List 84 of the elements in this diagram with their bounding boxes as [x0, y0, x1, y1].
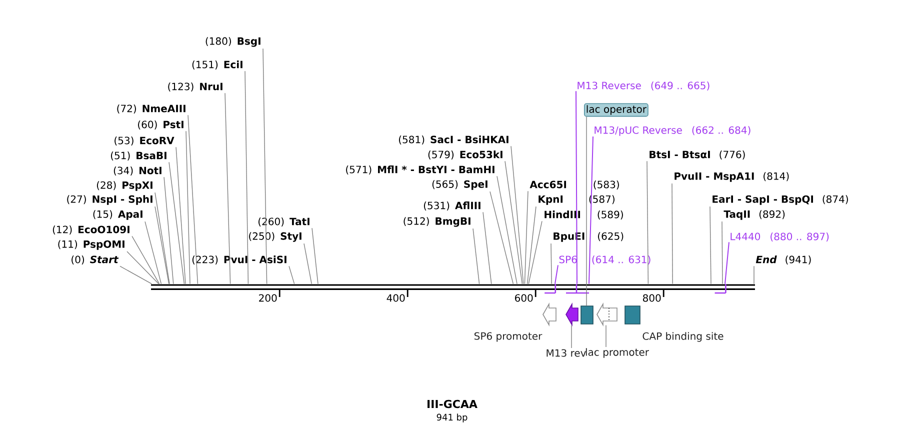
enzyme-site-label: (11) PspOMI	[58, 240, 124, 250]
leader-line	[724, 242, 730, 284]
enzyme-site-label: (565) SpeI	[432, 180, 488, 190]
enzyme-site-label: (180) BsgI	[206, 37, 260, 47]
title: III-GCAA	[428, 400, 478, 408]
enzyme-site-label: (27) NspI - SphI	[67, 195, 152, 205]
enzyme-site-label: (571) MflI * - BstYI - BamHI	[346, 166, 494, 174]
leader-line	[672, 183, 673, 284]
enzyme-site-label: (51) BsaBI	[110, 152, 166, 160]
leader-line	[244, 70, 249, 284]
leader-line	[132, 236, 160, 284]
enzyme-site-label: (123) NruI	[168, 82, 222, 92]
leader-line	[120, 266, 152, 284]
feature-label: SP6 promoter	[474, 332, 542, 342]
leader-line	[312, 228, 318, 284]
leader-line	[304, 243, 312, 284]
enzyme-site-label: (60) PstI	[138, 120, 184, 130]
leader-line	[144, 221, 162, 284]
enzyme-site-label: (250) StyI	[249, 232, 302, 242]
feature-label: lac promoter	[586, 348, 649, 358]
enzyme-site-label: PvuII - MspA1I (814)	[674, 172, 789, 182]
leader-line	[496, 176, 518, 284]
feature-label-box: lac operator	[584, 103, 648, 117]
leader-line	[154, 206, 170, 284]
primer-label: M13/pUC Reverse (662 .. 684)	[594, 126, 750, 136]
enzyme-site-label: (512) BmgBI	[404, 217, 470, 227]
operator-box	[580, 306, 594, 324]
feature-label: M13 rev	[546, 349, 586, 357]
enzyme-site-label: (28) PspXI	[96, 181, 152, 191]
enzyme-site-label: (72) NmeAIII	[117, 104, 186, 114]
leader-line	[586, 116, 587, 306]
leader-line	[168, 162, 185, 284]
leader-line	[288, 266, 295, 284]
enzyme-site-label: (34) NotI	[114, 166, 162, 176]
enzyme-site-label: End (941)	[756, 256, 811, 264]
enzyme-site-label: Acc65I (583)	[530, 180, 619, 190]
leader-line	[186, 130, 190, 284]
leader-line	[588, 136, 594, 284]
leader-line	[482, 212, 492, 284]
primer-label: M13 Reverse (649 .. 665)	[578, 82, 710, 90]
sequence-backbone	[151, 284, 755, 290]
enzyme-site-label: EarI - SapI - BspQI (874)	[712, 195, 848, 205]
enzyme-site-label: (223) PvuI - AsiSI	[192, 256, 286, 264]
caption: 941 bp	[436, 414, 468, 422]
leader-line	[554, 264, 558, 284]
tick-label: 400	[386, 294, 405, 302]
leader-line	[164, 176, 174, 284]
enzyme-site-label: (15) ApaI	[93, 210, 142, 220]
leader-line	[710, 206, 712, 284]
tick-label: 200	[259, 294, 277, 302]
tick-label: 800	[642, 294, 661, 302]
enzyme-site-label: (151) EciI	[192, 60, 242, 70]
feature-label: CAP binding site	[642, 332, 724, 342]
enzyme-site-label: (53) EcoRV	[114, 136, 174, 146]
leader-line	[510, 146, 524, 284]
leader-line	[188, 114, 198, 284]
enzyme-site-label: (579) Eco53kI	[428, 150, 502, 160]
leader-line	[224, 92, 231, 284]
leader-line	[526, 206, 536, 284]
leader-line	[262, 48, 268, 284]
leader-line	[722, 221, 723, 284]
leader-line	[571, 324, 572, 348]
enzyme-site-label: TaqII (892)	[724, 210, 785, 220]
leader-line	[504, 160, 523, 284]
primer-label: L4440 (880 .. 897)	[730, 232, 829, 242]
binding-site-box	[624, 306, 640, 324]
leader-line	[154, 192, 170, 284]
leader-line	[472, 228, 480, 284]
enzyme-site-label: (531) AflIII	[424, 202, 480, 210]
leader-line	[528, 220, 542, 284]
leader-line	[524, 190, 528, 284]
tick-label: 600	[515, 294, 533, 302]
enzyme-site-label: (581) SacI - BsiHKAI	[398, 136, 508, 144]
leader-line	[126, 251, 159, 284]
leader-line	[550, 243, 552, 284]
leader-line	[176, 146, 186, 284]
primer-label: SP6 (614 .. 631)	[559, 256, 650, 264]
enzyme-site-label: BtsI - BtsαI (776)	[650, 150, 745, 160]
enzyme-site-label: (12) EcoO109I	[52, 226, 130, 234]
leader-line	[490, 191, 514, 284]
leader-line	[576, 90, 578, 284]
enzyme-site-label: (260) TatI	[258, 218, 310, 226]
enzyme-site-label: (0) Start	[72, 256, 119, 264]
leader-line	[646, 160, 649, 284]
